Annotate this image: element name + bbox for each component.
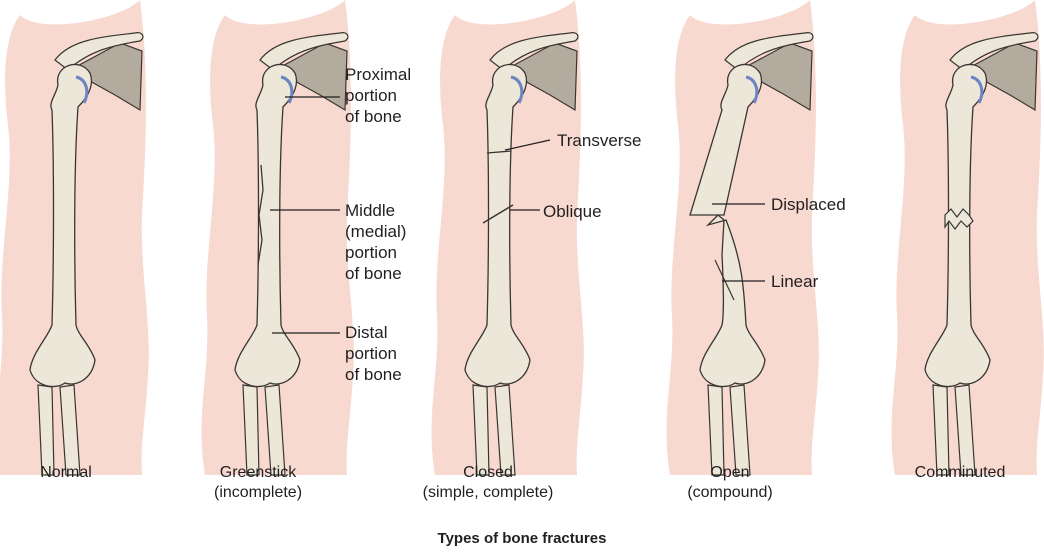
- figure-title: Types of bone fractures: [0, 530, 1044, 547]
- panel-open: [667, 0, 819, 475]
- label-linear: Linear: [771, 271, 818, 292]
- caption-open: Open (compound): [630, 463, 830, 503]
- panel-normal: [0, 0, 149, 475]
- label-oblique: Oblique: [543, 201, 602, 222]
- label-transverse: Transverse: [557, 130, 641, 151]
- label-displaced: Displaced: [771, 194, 846, 215]
- panel-comminuted: [892, 0, 1044, 475]
- label-middle: Middle (medial) portion of bone: [345, 200, 406, 284]
- caption-normal: Normal: [0, 463, 166, 483]
- label-proximal: Proximal portion of bone: [345, 64, 411, 127]
- caption-comminuted: Comminuted: [860, 463, 1044, 483]
- panel-closed: [432, 0, 584, 475]
- caption-greenstick: Greenstick (incomplete): [158, 463, 358, 503]
- caption-closed: Closed (simple, complete): [388, 463, 588, 503]
- panel-greenstick: [202, 0, 354, 475]
- label-distal: Distal portion of bone: [345, 322, 402, 385]
